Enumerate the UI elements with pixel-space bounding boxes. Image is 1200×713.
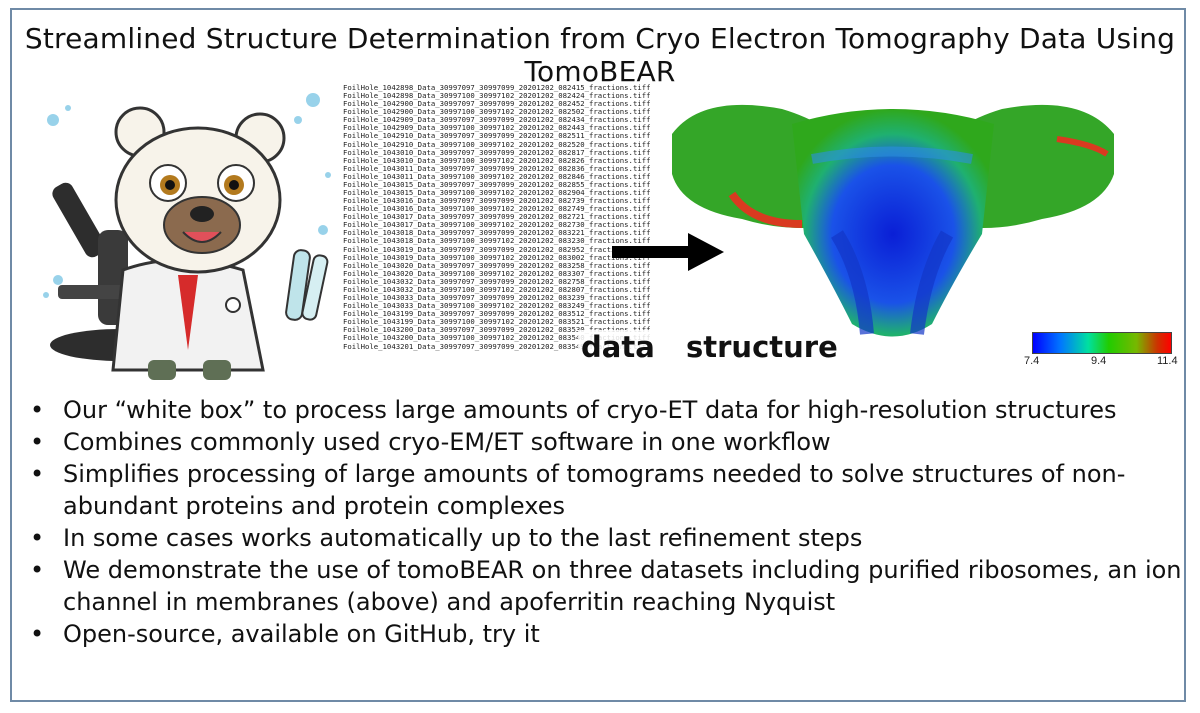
bullet-item: • Our “white box” to process large amount… <box>30 394 1190 426</box>
file-list-item: FoilHole_1043200_Data_30997100_30997102_… <box>343 333 651 343</box>
necktie <box>178 275 198 350</box>
badge-icon <box>225 297 241 313</box>
bullet-text: Simplifies processing of large amounts o… <box>63 460 1126 520</box>
file-list-item: FoilHole_1042910_Data_30997097_30997099_… <box>343 131 651 141</box>
file-list-item: FoilHole_1043017_Data_30997100_30997102_… <box>343 220 651 230</box>
file-list-item: FoilHole_1042900_Data_30997100_30997102_… <box>343 107 651 117</box>
file-list-item: FoilHole_1043016_Data_30997100_30997102_… <box>343 204 651 214</box>
file-list-item: FoilHole_1043020_Data_30997100_30997102_… <box>343 268 651 278</box>
file-list-item: FoilHole_1043033_Data_30997100_30997102_… <box>343 301 651 311</box>
bullet-item: • Combines commonly used cryo-EM/ET softw… <box>30 426 1190 458</box>
bear-nose <box>190 206 214 222</box>
arrow-right-icon <box>612 233 724 271</box>
file-list-item: FoilHole_1043033_Data_30997097_30997099_… <box>343 293 651 303</box>
bullet-text: Combines commonly used cryo-EM/ET softwa… <box>63 428 831 456</box>
file-list-item: FoilHole_1043011_Data_30997100_30997102_… <box>343 171 651 181</box>
bullet-text: We demonstrate the use of tomoBEAR on th… <box>63 556 1182 616</box>
file-list-item: FoilHole_1043018_Data_30997097_30997099_… <box>343 228 651 238</box>
bear-scientist-illustration <box>43 93 331 380</box>
file-list-item: FoilHole_1042909_Data_30997100_30997102_… <box>343 123 651 133</box>
bullet-text: In some cases works automatically up to … <box>63 524 863 552</box>
raw-data-file-list: FoilHole_1042898_Data_30997097_30997099_… <box>343 84 673 386</box>
colorbar-max-label: 11.4 <box>1157 355 1178 367</box>
file-list-item: FoilHole_1043017_Data_30997097_30997099_… <box>343 212 651 222</box>
file-list-item: FoilHole_1043032_Data_30997100_30997102_… <box>343 284 651 294</box>
left-leg <box>148 360 176 380</box>
colorbar-mid-label: 9.4 <box>1091 355 1107 367</box>
bullet-item: • Simplifies processing of large amounts … <box>30 458 1190 522</box>
file-list-item: FoilHole_1043010_Data_30997097_30997099_… <box>343 147 651 157</box>
file-list-item: FoilHole_1042910_Data_30997100_30997102_… <box>343 139 651 149</box>
file-list-item: FoilHole_1042909_Data_30997097_30997099_… <box>343 115 651 125</box>
bullet-dot-icon: • <box>30 460 45 488</box>
slide-title: Streamlined Structure Determination from… <box>24 22 1176 88</box>
bullet-item: • Open-source, available on GitHub, try i… <box>30 618 1190 650</box>
protein-structure-map <box>672 104 1114 337</box>
file-list-item: FoilHole_1043201_Data_30997097_30997099_… <box>343 341 651 351</box>
file-list-item: FoilHole_1043020_Data_30997097_30997099_… <box>343 260 651 270</box>
bullet-dot-icon: • <box>30 556 45 584</box>
test-tube-icon <box>285 249 329 321</box>
file-list-item: FoilHole_1043010_Data_30997100_30997102_… <box>343 155 651 165</box>
colorbar-min-label: 7.4 <box>1024 355 1040 367</box>
file-list-item: FoilHole_1043011_Data_30997097_30997099_… <box>343 163 651 173</box>
bear-mouth <box>182 231 222 243</box>
bullet-dot-icon: • <box>30 620 45 648</box>
feature-bullet-list: • Our “white box” to process large amount… <box>30 394 1190 650</box>
bullet-item: • In some cases works automatically up to… <box>30 522 1190 554</box>
file-list-item: FoilHole_1042898_Data_30997097_30997099_… <box>343 84 651 92</box>
bullet-text: Our “white box” to process large amounts… <box>63 396 1117 424</box>
bullet-dot-icon: • <box>30 524 45 552</box>
structure-core <box>792 109 994 337</box>
bullet-text: Open-source, available on GitHub, try it <box>63 620 540 648</box>
bullet-item: • We demonstrate the use of tomoBEAR on t… <box>30 554 1190 618</box>
splash-decoration <box>43 93 331 298</box>
file-list-item: FoilHole_1043199_Data_30997100_30997102_… <box>343 317 651 327</box>
file-list-item: FoilHole_1043032_Data_30997097_30997099_… <box>343 276 651 286</box>
file-list-item: FoilHole_1043200_Data_30997097_30997099_… <box>343 325 651 335</box>
right-leg <box>203 360 231 380</box>
bullet-dot-icon: • <box>30 396 45 424</box>
structure-label: structure <box>686 330 838 364</box>
file-list-item: FoilHole_1043019_Data_30997097_30997099_… <box>343 244 651 254</box>
file-list-item: FoilHole_1043015_Data_30997100_30997102_… <box>343 188 651 198</box>
file-list-item: FoilHole_1042898_Data_30997100_30997102_… <box>343 91 651 101</box>
bullet-dot-icon: • <box>30 428 45 456</box>
file-list-item: FoilHole_1043018_Data_30997100_30997102_… <box>343 236 651 246</box>
bear-snout <box>163 196 241 254</box>
file-list-item: FoilHole_1043199_Data_30997097_30997099_… <box>343 309 651 319</box>
file-list-item: FoilHole_1043016_Data_30997097_30997099_… <box>343 196 651 206</box>
file-list-item: FoilHole_1043019_Data_30997100_30997102_… <box>343 252 651 262</box>
data-label: data <box>578 330 658 364</box>
file-list-item: FoilHole_1043015_Data_30997097_30997099_… <box>343 179 651 189</box>
file-list-item: FoilHole_1042900_Data_30997097_30997099_… <box>343 99 651 109</box>
resolution-colorbar <box>1032 332 1172 354</box>
